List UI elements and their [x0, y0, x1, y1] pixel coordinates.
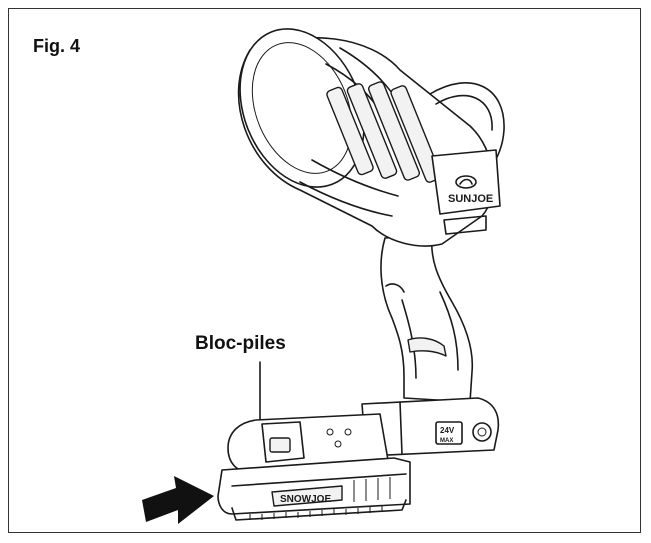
head-logo-plate: SUNJOE — [431, 149, 501, 235]
battery-pack: SNOWJOE — [217, 413, 411, 521]
head-brand-text: SUNJOE — [448, 193, 493, 205]
lamp-head — [237, 28, 505, 247]
sunjoe-logo-icon — [455, 175, 477, 189]
voltage-badge — [435, 421, 463, 445]
voltage-badge-text: 24V — [440, 426, 455, 435]
figure-frame — [8, 8, 641, 533]
battery-brand-text: SNOWJOE — [280, 494, 331, 505]
callout-label: Bloc-piles — [195, 333, 286, 354]
tool-base: 24V MAX — [361, 397, 500, 457]
insert-arrow-icon — [142, 476, 214, 524]
tool-handle — [380, 235, 474, 403]
battery-gauge-icon — [472, 422, 492, 442]
figure-title: Fig. 4 — [33, 36, 81, 56]
voltage-badge-sub-text: MAX — [440, 438, 453, 444]
